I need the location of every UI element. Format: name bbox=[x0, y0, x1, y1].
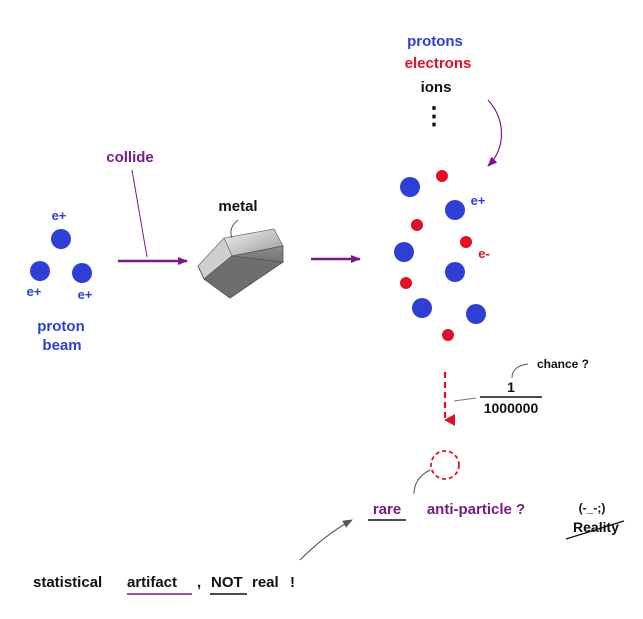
face-emoticon: (-_-;) bbox=[579, 501, 606, 515]
metal-pointer-line bbox=[230, 219, 239, 239]
product-proton bbox=[400, 177, 420, 197]
chance-label: chance ? bbox=[537, 357, 589, 371]
collide-label: collide bbox=[106, 149, 154, 166]
product-electron bbox=[411, 219, 423, 231]
beam-proton bbox=[51, 229, 71, 249]
beam-label-line1: proton bbox=[37, 318, 84, 335]
product-electron bbox=[400, 277, 412, 289]
product-negative-label: e- bbox=[478, 246, 490, 261]
fraction-numerator: 1 bbox=[507, 379, 515, 395]
product-electron bbox=[460, 236, 472, 248]
collide-pointer-line bbox=[131, 169, 148, 258]
beam-label-line2: beam bbox=[42, 337, 81, 354]
product-proton bbox=[445, 262, 465, 282]
fraction-denominator: 1000000 bbox=[484, 400, 539, 416]
product-electron bbox=[436, 170, 448, 182]
product-positive-label: e+ bbox=[471, 193, 486, 208]
conclusion-comma: , bbox=[197, 574, 201, 591]
conclusion-exclaim: ! bbox=[290, 574, 295, 591]
product-proton bbox=[466, 304, 486, 324]
beam-proton bbox=[30, 261, 50, 281]
metal-ingot bbox=[197, 228, 285, 299]
conclusion-artifact: artifact bbox=[127, 574, 177, 591]
product-particles: e+ e- bbox=[394, 170, 490, 341]
fraction-connector bbox=[453, 397, 477, 402]
beam-charge-label: e+ bbox=[78, 287, 93, 302]
product-proton bbox=[412, 298, 432, 318]
conclusion-pointer-arrow bbox=[299, 519, 353, 561]
product-proton bbox=[445, 200, 465, 220]
chance-pointer-line bbox=[511, 363, 529, 379]
beam-charge-label: e+ bbox=[52, 208, 67, 223]
product-proton bbox=[394, 242, 414, 262]
conclusion-real: real bbox=[252, 574, 279, 591]
conclusion-statistical: statistical bbox=[33, 574, 102, 591]
legend-pointer-arrow bbox=[487, 99, 502, 167]
proton-beam-group: e+ e+ e+ proton beam bbox=[27, 208, 93, 354]
anti-particle-dashed-circle bbox=[430, 450, 460, 480]
beam-proton bbox=[72, 263, 92, 283]
rare-label: rare bbox=[373, 501, 401, 518]
legend-protons: protons bbox=[407, 33, 463, 50]
reality-label: Reality bbox=[573, 519, 619, 535]
anti-particle-pointer-line bbox=[413, 469, 431, 495]
legend-electrons: electrons bbox=[405, 55, 472, 72]
legend-ions: ions bbox=[421, 79, 452, 96]
conclusion-not: NOT bbox=[211, 574, 243, 591]
anti-particle-label: anti-particle ? bbox=[427, 501, 525, 518]
beam-charge-label: e+ bbox=[27, 284, 42, 299]
reality-strikethrough bbox=[565, 520, 625, 540]
legend-ellipsis: ⋮ bbox=[422, 103, 446, 130]
metal-label: metal bbox=[218, 198, 257, 215]
product-electron bbox=[442, 329, 454, 341]
ingot-bottom-face bbox=[203, 255, 285, 299]
